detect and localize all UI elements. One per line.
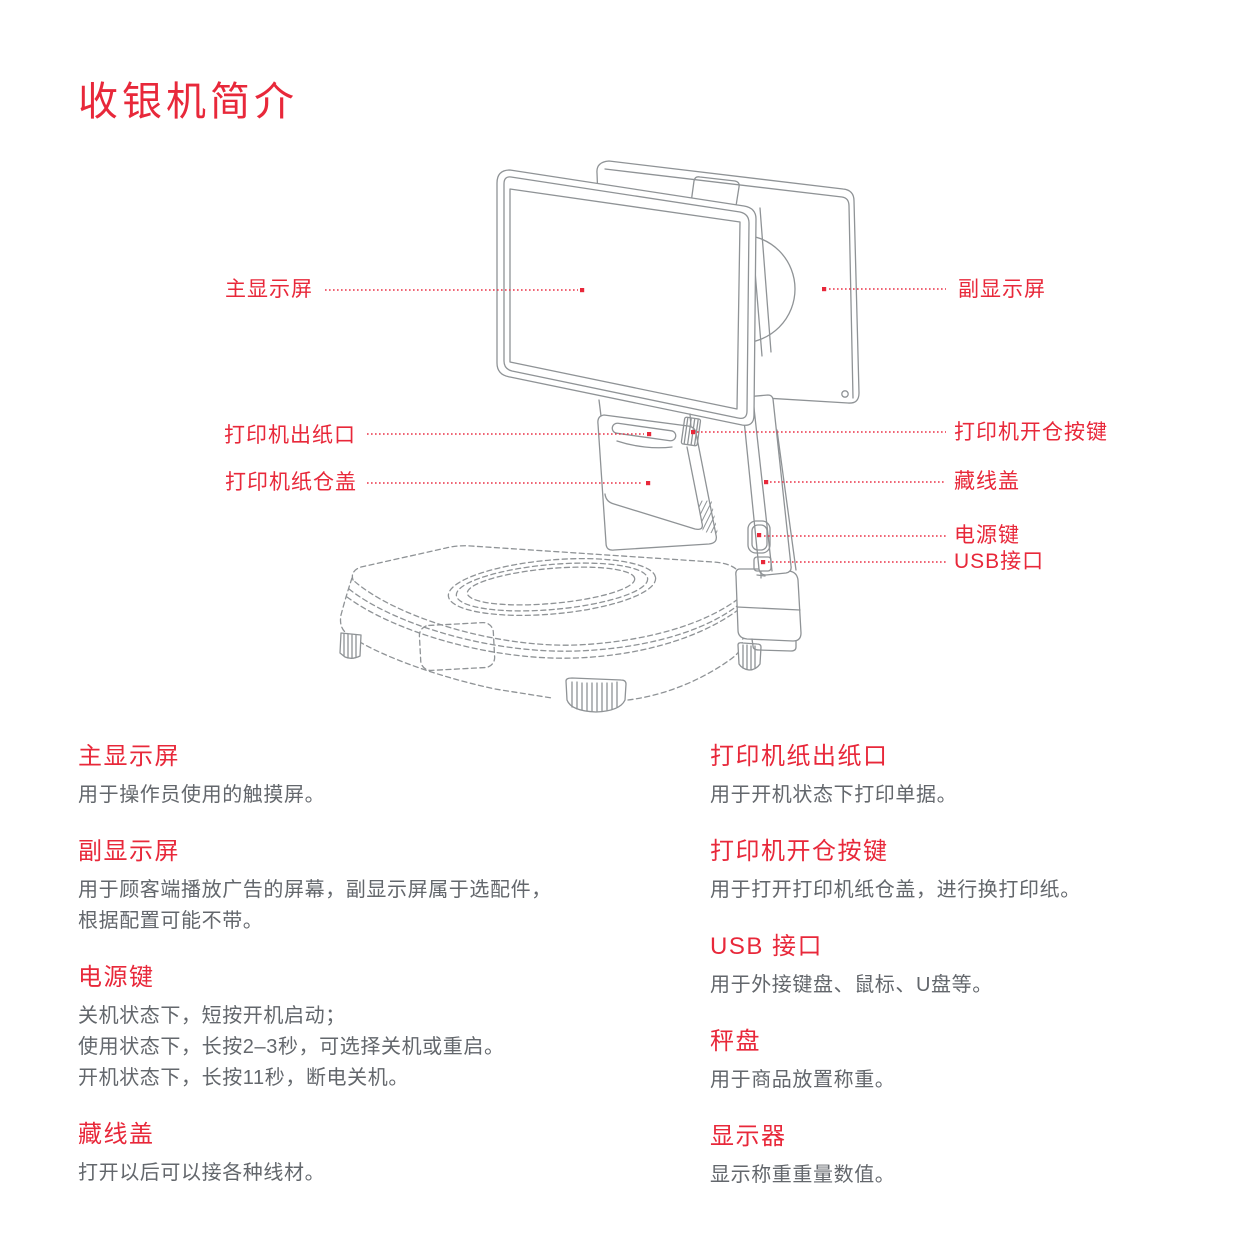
- callout-label-paper-outlet: 打印机出纸口: [224, 424, 356, 447]
- section-secondary-display: 副显示屏 用于顾客端播放广告的屏幕，副显示屏属于选配件， 根据配置可能不带。: [78, 837, 653, 937]
- usb-icon: [756, 571, 766, 579]
- power-button-panel: [747, 520, 771, 554]
- camera-hole: [841, 390, 849, 398]
- device-diagram: [325, 160, 946, 713]
- main-display-drawing: [496, 169, 757, 428]
- section-heading: 打印机开仓按键: [710, 838, 889, 865]
- callout-label-paper-cover: 打印机纸仓盖: [225, 471, 357, 494]
- callout-dots: [580, 287, 827, 565]
- usb-port: [753, 556, 772, 572]
- paper-cover-line: [604, 446, 703, 531]
- section-usb-port: USB 接口 用于外接键盘、鼠标、U盘等。: [710, 932, 1260, 1001]
- callout-leader-lines: [325, 288, 946, 563]
- section-cable-cover: 藏线盖 打开以后可以接各种线材。: [78, 1120, 653, 1189]
- section-text: 打开以后可以接各种线材。: [78, 1162, 326, 1184]
- page-title: 收银机简介: [78, 80, 298, 124]
- section-power-key: 电源键 关机状态下，短按开机启动； 使用状态下，长按2–3秒，可选择关机或重启。…: [78, 963, 653, 1094]
- section-paper-outlet: 打印机纸出纸口 用于开机状态下打印单据。: [710, 742, 1260, 811]
- power-button: [751, 524, 768, 551]
- section-text: 关机状态下，短按开机启动；: [78, 1005, 346, 1027]
- paper-outlet-slot: [611, 422, 677, 442]
- callout-label-secondary-display: 副显示屏: [958, 278, 1046, 301]
- section-text: 根据配置可能不带。: [78, 910, 264, 932]
- front-window: [418, 621, 496, 672]
- mount-tab: [690, 176, 740, 207]
- open-button-knurl: [680, 416, 702, 447]
- section-heading: 主显示屏: [78, 743, 180, 770]
- section-heading: 打印机纸出纸口: [710, 743, 889, 770]
- section-heading: 藏线盖: [78, 1121, 155, 1148]
- callout-label-main-display: 主显示屏: [225, 278, 313, 301]
- stand-column-drawing: [741, 394, 797, 579]
- callout-label-usb-port: USB接口: [954, 550, 1045, 573]
- callout-label-power-key: 电源键: [954, 524, 1020, 547]
- section-weight-display: 显示器 显示称重重量数值。: [710, 1122, 1260, 1191]
- callout-label-cable-cover: 藏线盖: [954, 470, 1020, 493]
- section-text: 显示称重重量数值。: [710, 1164, 896, 1186]
- descriptions-left-column: 主显示屏 用于操作员使用的触摸屏。 副显示屏 用于顾客端播放广告的屏幕，副显示屏…: [78, 742, 653, 1215]
- section-weigh-plate: 秤盘 用于商品放置称重。: [710, 1027, 1260, 1096]
- section-main-display: 主显示屏 用于操作员使用的触摸屏。: [78, 742, 653, 811]
- section-heading: 副显示屏: [78, 838, 180, 865]
- main-screen: [509, 188, 741, 410]
- section-heading: 电源键: [78, 964, 155, 991]
- section-heading: 显示器: [710, 1123, 787, 1150]
- scale-platter-drawing: [339, 545, 748, 701]
- printer-drawing: [597, 414, 718, 551]
- section-text: 用于商品放置称重。: [710, 1069, 896, 1091]
- adjustable-feet: [339, 632, 762, 713]
- section-text: 开机状态下，长按11秒，断电关机。: [78, 1067, 409, 1089]
- section-text: 用于操作员使用的触摸屏。: [78, 784, 326, 806]
- section-heading: USB 接口: [710, 933, 824, 960]
- section-text: 用于顾客端播放广告的屏幕，副显示屏属于选配件，: [78, 879, 552, 901]
- section-text: 用于打开打印机纸仓盖，进行换打印纸。: [710, 879, 1081, 901]
- section-heading: 秤盘: [710, 1028, 761, 1055]
- stand-base-drawing: [735, 568, 802, 652]
- section-text: 用于外接键盘、鼠标、U盘等。: [710, 974, 993, 996]
- callout-label-open-button: 打印机开仓按键: [954, 421, 1108, 444]
- section-open-button: 打印机开仓按键 用于打开打印机纸仓盖，进行换打印纸。: [710, 837, 1260, 906]
- section-text: 用于开机状态下打印单据。: [710, 784, 958, 806]
- descriptions-right-column: 打印机纸出纸口 用于开机状态下打印单据。 打印机开仓按键 用于打开打印机纸仓盖，…: [710, 742, 1260, 1217]
- section-text: 使用状态下，长按2–3秒，可选择关机或重启。: [78, 1036, 505, 1058]
